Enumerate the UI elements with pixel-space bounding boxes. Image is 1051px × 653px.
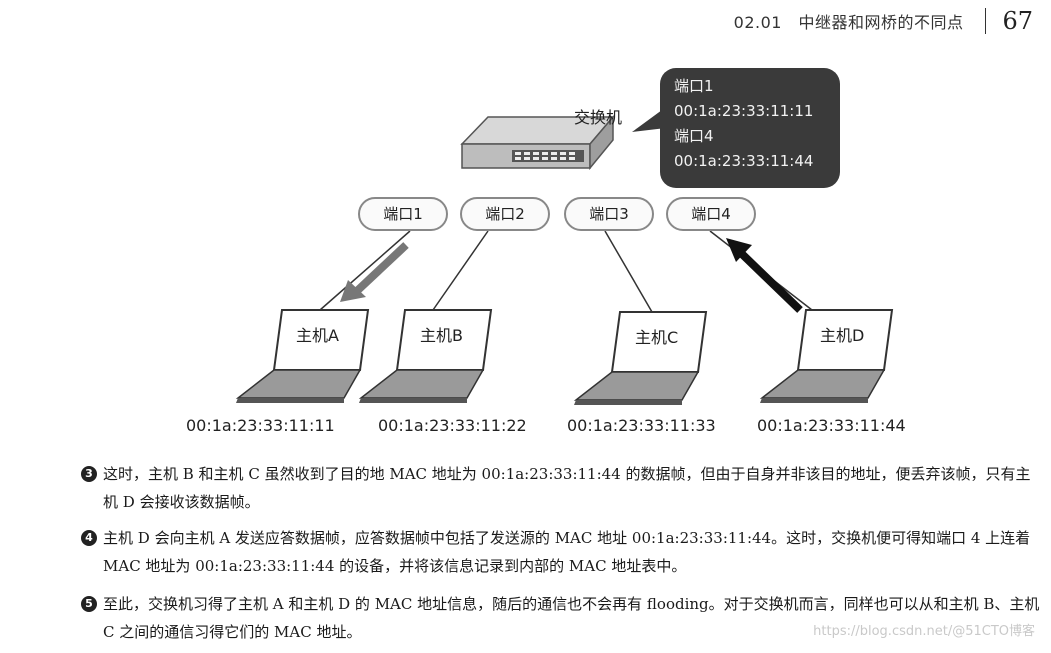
step-number-badge: 3 [81,466,97,482]
bubble-line: 端口4 [674,127,714,145]
bubble-line: 00:1a:23:33:11:11 [674,102,814,120]
paragraph-step-4: 4 主机 D 会向主机 A 发送应答数据帧，应答数据帧中包括了发送源的 MAC … [81,524,1043,580]
laptop-host-c-icon [573,311,708,405]
port-4-label: 端口4 [666,197,756,231]
host-d-name: 主机D [820,326,865,345]
host-d-mac: 00:1a:23:33:11:44 [757,416,906,435]
arrow-from-host-d [726,238,803,313]
switch-diagram: 交换机 端口1 00:1a:23:33:11:11 端口4 00:1a:23:3… [0,40,1051,450]
port-1-label: 端口1 [358,197,448,231]
laptop-host-a-icon [235,309,370,403]
step-number-badge: 5 [81,596,97,612]
page-header: 02.01 中继器和网桥的不同点 67 [734,6,1033,36]
mac-table-bubble: 端口1 00:1a:23:33:11:11 端口4 00:1a:23:33:11… [660,68,840,188]
cables [319,230,813,313]
step-number-badge: 4 [81,530,97,546]
paragraph-text: 这时，主机 B 和主机 C 虽然收到了目的地 MAC 地址为 00:1a:23:… [103,465,1031,511]
bubble-line: 00:1a:23:33:11:44 [674,152,814,170]
host-c-name: 主机C [635,328,679,347]
switch-icon [460,114,615,171]
paragraph-step-5: 5 至此，交换机习得了主机 A 和主机 D 的 MAC 地址信息，随后的通信也不… [81,590,1043,646]
paragraph-text: 至此，交换机习得了主机 A 和主机 D 的 MAC 地址信息，随后的通信也不会再… [103,595,1040,641]
host-b-name: 主机B [420,326,463,345]
host-a-mac: 00:1a:23:33:11:11 [186,416,335,435]
laptop-host-d-icon [759,309,894,403]
header-divider [985,8,987,34]
paragraph-text: 主机 D 会向主机 A 发送应答数据帧，应答数据帧中包括了发送源的 MAC 地址… [103,529,1031,575]
laptop-host-b-icon [358,309,493,403]
diagram-graphics [235,110,894,405]
paragraph-step-3: 3 这时，主机 B 和主机 C 虽然收到了目的地 MAC 地址为 00:1a:2… [81,460,1043,516]
port-2-label: 端口2 [460,197,550,231]
host-a-name: 主机A [296,326,339,345]
page-number: 67 [1002,7,1033,35]
section-title: 02.01 中继器和网桥的不同点 [733,13,964,32]
watermark: https://blog.csdn.net/@51CTO博客 [813,624,1035,639]
arrow-to-host-a [340,242,409,302]
switch-label: 交换机 [574,108,623,127]
bubble-line: 端口1 [674,77,714,95]
host-c-mac: 00:1a:23:33:11:33 [567,416,716,435]
bubble-tail [632,110,666,132]
port-3-label: 端口3 [564,197,654,231]
host-b-mac: 00:1a:23:33:11:22 [378,416,527,435]
